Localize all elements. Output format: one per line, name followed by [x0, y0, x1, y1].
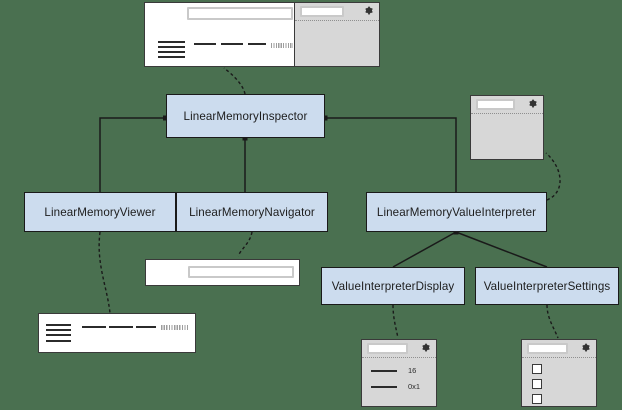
gear-icon[interactable] [528, 99, 537, 108]
mockup-input-field[interactable] [476, 98, 515, 110]
dash-viewer-to-mockup [98, 231, 111, 314]
linear-memory-navigator-mockup [145, 259, 300, 286]
mockup-address-line [46, 334, 71, 336]
node-value-interpreter-settings[interactable]: ValueInterpreterSettings [475, 267, 619, 305]
node-label: LinearMemoryNavigator [189, 205, 315, 219]
node-linear-memory-inspector[interactable]: LinearMemoryInspector [166, 94, 325, 138]
node-linear-memory-navigator[interactable]: LinearMemoryNavigator [176, 192, 328, 232]
mockup-byte-group [248, 43, 266, 45]
edge-inspector-to-viewer [99, 117, 166, 192]
mockup-address-line [46, 329, 71, 331]
mockup-byte-group [82, 326, 106, 328]
mockup-titlebar [362, 340, 436, 358]
linear-memory-viewer-mockup [38, 313, 196, 353]
mockup-address-line [46, 340, 71, 342]
mockup-byte-group [221, 43, 243, 45]
mockup-address-line [158, 56, 185, 58]
mockup-input-field[interactable] [527, 342, 568, 354]
mockup-interpreter-titlebar [295, 3, 379, 21]
node-label: LinearMemoryInspector [183, 109, 308, 123]
mockup-checkbox[interactable] [532, 394, 542, 404]
node-linear-memory-viewer[interactable]: LinearMemoryViewer [24, 192, 176, 232]
gear-icon[interactable] [421, 343, 430, 352]
mockup-checkbox[interactable] [532, 364, 542, 374]
node-linear-memory-value-interpreter[interactable]: LinearMemoryValueInterpreter [366, 192, 547, 232]
mockup-ascii-column [161, 325, 188, 330]
mockup-titlebar [522, 340, 596, 358]
node-label: LinearMemoryValueInterpreter [376, 205, 537, 219]
node-label: ValueInterpreterSettings [483, 279, 611, 293]
edge-inspector-to-valueinterpreter [325, 117, 457, 192]
mockup-address-input[interactable] [188, 266, 294, 278]
node-label: LinearMemoryViewer [44, 205, 156, 219]
mockup-address-line [158, 51, 185, 53]
mockup-checkbox[interactable] [532, 379, 542, 389]
mockup-value-label-line [371, 386, 397, 388]
node-label: ValueInterpreterDisplay [331, 279, 455, 293]
mockup-address-line [46, 324, 71, 326]
linear-memory-inspector-mockup [144, 2, 380, 67]
gear-icon[interactable] [364, 6, 373, 15]
mockup-interpreter-pane [294, 3, 379, 66]
mockup-value-text: 0x1 [408, 382, 421, 391]
mockup-navigator-field[interactable] [187, 7, 293, 20]
mockup-byte-group [136, 326, 156, 328]
mockup-input-field[interactable] [367, 342, 408, 354]
mockup-memory-pane [145, 3, 295, 66]
mockup-titlebar [471, 96, 543, 114]
mockup-value-text: 16 [408, 366, 417, 375]
linear-memory-value-interpreter-mockup [470, 95, 544, 160]
value-interpreter-display-mockup: 16 0x1 [361, 339, 437, 407]
dash-navigator-to-mockup [237, 231, 253, 257]
mockup-byte-group [194, 43, 216, 45]
mockup-value-label-line [371, 370, 397, 372]
edge-valueinterpreter-to-settings [455, 231, 548, 268]
mockup-address-line [158, 46, 185, 48]
mockup-address-line [158, 41, 185, 43]
edge-valueinterpreter-to-display [392, 231, 457, 268]
dash-inspector-to-mockup [223, 67, 246, 95]
dash-display-to-mockup [392, 304, 399, 339]
gear-icon[interactable] [581, 343, 590, 352]
node-value-interpreter-display[interactable]: ValueInterpreterDisplay [321, 267, 465, 305]
mockup-byte-group [109, 326, 133, 328]
value-interpreter-settings-mockup [521, 339, 597, 407]
dash-valueinterpreter-to-mockup [545, 152, 561, 201]
mockup-interpreter-field[interactable] [300, 5, 345, 17]
mockup-ascii-column [271, 43, 293, 48]
dash-settings-to-mockup [546, 304, 559, 339]
